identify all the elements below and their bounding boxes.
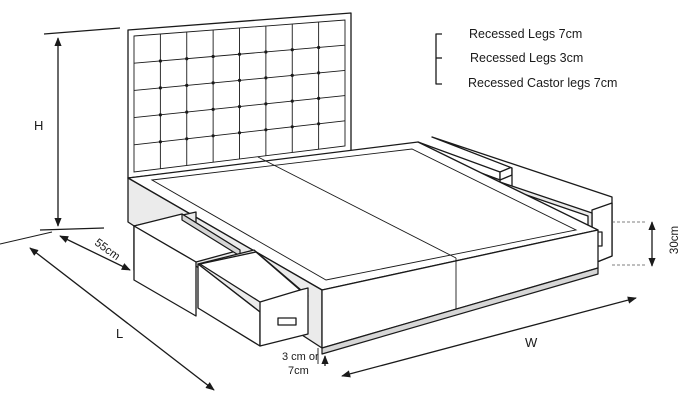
tuft-button	[317, 122, 321, 126]
tuft-button	[185, 57, 189, 61]
tuft-button	[317, 45, 321, 50]
tuft-button	[290, 48, 294, 52]
tuft-button	[237, 52, 242, 56]
tuft-button	[185, 83, 189, 87]
drawer-height-label: 30cm	[669, 226, 681, 254]
tuft-button	[264, 102, 268, 106]
tuft-button	[158, 113, 162, 117]
tuft-button	[290, 125, 294, 129]
headboard-tufting	[133, 22, 346, 169]
tuft-button	[290, 73, 294, 77]
legend-item-castor-legs: Recessed Castor legs 7cm	[468, 76, 617, 90]
tuft-button	[264, 76, 268, 80]
tuft-button	[185, 137, 189, 141]
tuft-button	[211, 134, 215, 138]
dimension-lines	[0, 27, 656, 391]
tuft-button	[317, 96, 321, 100]
tuft-button	[290, 99, 294, 103]
legend-item-legs-3cm: Recessed Legs 3cm	[470, 51, 583, 65]
tuft-button	[237, 105, 242, 109]
tuft-button	[185, 110, 189, 114]
tuft-button	[237, 131, 242, 135]
legend-item-legs-7cm: Recessed Legs 7cm	[469, 27, 582, 41]
leg-height-label-line2: 7cm	[288, 365, 309, 377]
length-label: L	[116, 326, 123, 341]
legend-bracket	[435, 33, 442, 85]
tuft-button	[237, 78, 242, 82]
tuft-button	[317, 71, 321, 75]
leg-height-label-line1: 3 cm or	[282, 351, 319, 363]
tuft-button	[211, 81, 215, 85]
tuft-button	[158, 59, 162, 63]
tuft-button	[264, 50, 268, 54]
tuft-button	[211, 107, 215, 111]
width-label: W	[525, 335, 538, 350]
tuft-button	[158, 86, 162, 90]
height-label: H	[34, 118, 43, 133]
headboard	[127, 12, 352, 179]
tuft-button	[158, 140, 162, 144]
tuft-button	[211, 54, 215, 59]
tuft-button	[264, 128, 268, 132]
